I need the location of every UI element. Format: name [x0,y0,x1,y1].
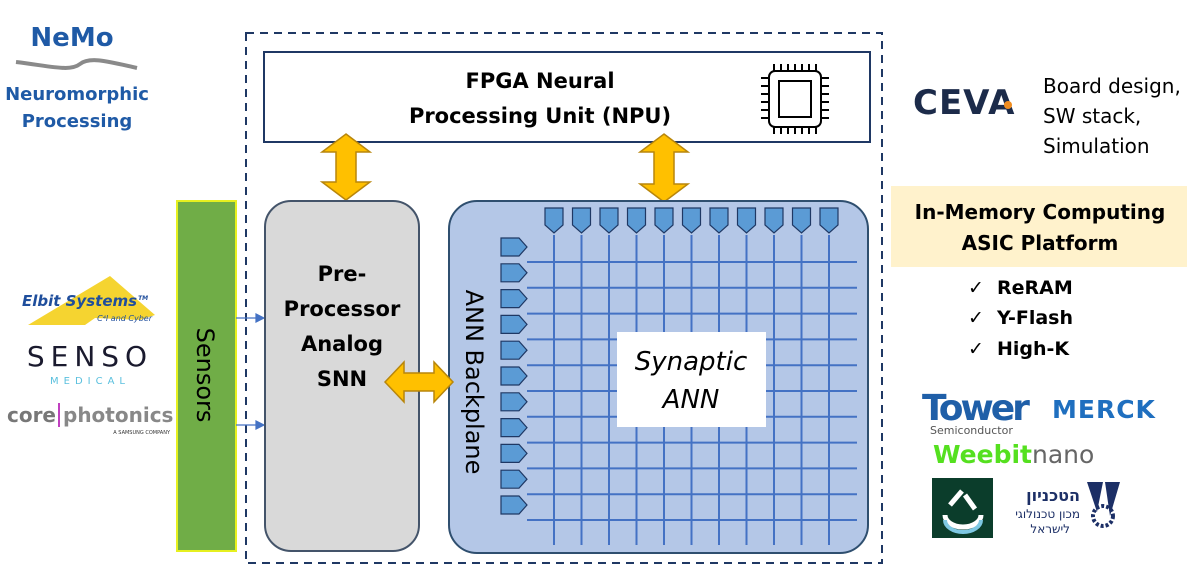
preprocessor-line2: Processor [284,297,401,321]
imc-platform-box: In-Memory Computing ASIC Platform [891,186,1187,267]
preprocessor-line4: SNN [317,367,367,391]
elbit-name-line: Elbit SystemsTM [22,292,148,310]
weebit-text: Weebit [933,440,1032,469]
chip-icon [761,64,829,134]
row-driver [500,495,528,515]
npu-preprocessor-arrow [319,133,373,201]
imc-title-line2: ASIC Platform [962,231,1119,255]
senso-medical-logo: SENSO MEDICAL [27,340,153,387]
synaptic-line1: Synaptic [635,347,748,377]
column-driver [764,207,784,234]
nemo-logo-name: NeMo [30,23,113,53]
weebitnano-text: Weebitnano [933,440,1094,469]
elbit-tagline: C⁴I and Cyber [97,314,153,323]
row-driver [500,237,528,257]
system-boundary [245,32,883,564]
row-driver [500,263,528,283]
check-icon: ✓ [968,338,984,360]
row-driver [500,314,528,334]
photonics-text: photonics [63,403,173,427]
elbit-tm: TM [138,295,148,302]
nemo-logo: NeMo Neuromorphic Processing [5,23,149,132]
npu-block[interactable]: FPGA Neural Processing Unit (NPU) [263,51,871,143]
synaptic-ann-box [617,332,766,427]
weebitnano-logo: Weebitnano [933,440,1094,469]
corephotonics-sub: A SAMSUNG COMPANY [113,430,171,436]
column-driver [791,207,812,234]
column-driver [654,207,674,234]
imc-item-reram: ReRAM [997,277,1073,299]
imc-item-yflash: Y-Flash [996,307,1073,329]
technion-line1: הטכניון [1026,486,1080,505]
column-driver [709,207,729,234]
elbit-logo: Elbit SystemsTM C⁴I and Cyber [22,276,155,325]
preprocessor-line1: Pre- [318,262,367,286]
row-driver [500,366,528,386]
row-driver [500,340,528,360]
nemo-logo-line1: Neuromorphic [5,84,149,105]
column-driver [819,207,839,234]
imc-item-highk: High-K [997,338,1070,360]
check-icon: ✓ [968,307,984,329]
sensors-block[interactable]: Sensors [176,200,237,552]
ceva-name: CEVA [913,83,1016,123]
column-driver [736,207,757,234]
ceva-role-3: Simulation [1043,134,1150,158]
technion-line2: מכון טכנולוגי [1015,507,1080,521]
nemo-swoosh [15,58,138,70]
column-driver [681,207,702,234]
ceva-role-2: SW stack, [1043,104,1141,128]
npu-title-line2: Processing Unit (NPU) [409,104,671,128]
row-driver [500,443,528,463]
elbit-name: Elbit Systems [22,292,137,310]
tower-logo: Tower Semiconductor [922,388,1033,437]
column-driver [571,207,592,234]
core-text: core [7,403,56,427]
check-icon: ✓ [968,277,984,299]
crossbar-grid [500,207,857,545]
npu-ann-arrow [637,133,691,203]
ceva-role-1: Board design, [1043,74,1181,98]
merck-logo: MERCK [1052,395,1157,424]
row-driver [500,469,528,489]
technion-logo: הטכניון מכון טכנולוגי לישראל [1015,482,1120,536]
row-driver [500,392,528,412]
sensor-arrows [236,313,266,430]
tower-name: Tower [922,388,1030,429]
technion-line3: לישראל [1030,522,1070,536]
ann-backplane-label: ANN Backplane [460,290,488,475]
corephotonics-logo: core photonics A SAMSUNG COMPANY [7,403,173,436]
npu-title-line1: FPGA Neural [465,69,614,93]
preprocessor-line3: Analog [301,332,383,356]
synaptic-line2: ANN [661,385,720,415]
senso-name: SENSO [27,340,153,373]
sensors-label: Sensors [191,328,219,423]
imc-list: ✓ ReRAM ✓ Y-Flash ✓ High-K [968,277,1073,360]
imc-title-line1: In-Memory Computing [915,200,1166,224]
preprocessor-ann-arrow [383,360,455,404]
tower-sub: Semiconductor [930,424,1013,437]
column-driver [626,207,647,234]
nano-text: nano [1032,440,1094,469]
row-driver [500,289,528,309]
ann-block[interactable]: ANN Backplane Synaptic ANN [448,200,869,554]
ceva-logo: CEVA [913,83,1016,123]
column-driver [544,207,564,234]
senso-sub: MEDICAL [50,376,130,387]
nemo-logo-line2: Processing [22,111,133,132]
bar-ilan-logo [932,478,993,538]
preprocessor-block[interactable]: Pre- Processor Analog SNN [264,200,420,552]
column-driver [599,207,619,234]
row-driver [500,418,528,438]
